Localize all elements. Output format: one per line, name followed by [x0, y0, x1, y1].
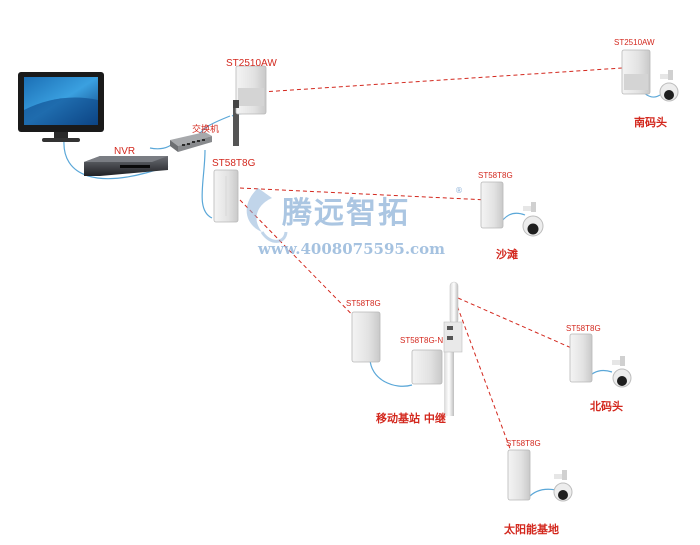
dome-camera-icon: [522, 202, 544, 237]
link-beach: [239, 187, 489, 201]
monitor-icon: [18, 72, 104, 142]
network-switch-icon: [170, 132, 212, 152]
link-solar: [454, 299, 516, 463]
link-relay: [239, 199, 373, 336]
watermark-logo-icon: [246, 188, 288, 243]
st58t8g-solar-label: ST58T8G: [506, 439, 541, 448]
dome-camera-icon: [553, 470, 573, 502]
st2510aw-left-label: ST2510AW: [226, 58, 277, 69]
link-st2510aw: [261, 67, 623, 93]
panel-antenna-icon: [480, 181, 504, 229]
nvr-label: NVR: [114, 146, 136, 157]
watermark-url: www.4008075595.com: [258, 240, 446, 258]
panel-antenna-icon: [213, 169, 239, 223]
site-south-dock: 南码头: [634, 116, 667, 129]
panel-antenna-icon: [569, 333, 593, 383]
watermark-brand: 腾远智拓: [282, 196, 410, 231]
panel-antenna-icon: [507, 449, 531, 501]
st58t8g-beach-label: ST58T8G: [478, 171, 513, 180]
omni-antenna-tower-icon: [443, 281, 463, 416]
switch-label: 交换机: [192, 124, 220, 134]
site-north-dock: 北码头: [590, 400, 623, 413]
panel-antenna-icon: [233, 65, 267, 146]
st58t8g-north-label: ST58T8G: [566, 324, 601, 333]
watermark-registered: ®: [455, 186, 463, 195]
st58t8g-relay-label: ST58T8G: [346, 299, 381, 308]
nvr-recorder-icon: [84, 156, 168, 176]
panel-antenna-icon: [351, 311, 381, 363]
st58t8g-n-label: ST58T8G-N: [400, 336, 444, 345]
panel-antenna-icon: [411, 349, 443, 385]
dome-camera-icon: [612, 356, 632, 388]
site-solar-base: 太阳能基地: [504, 523, 559, 536]
cables: [63, 87, 661, 499]
site-relay: 移动基站 中继: [376, 412, 446, 425]
panel-antenna-icon: [621, 49, 651, 95]
link-north: [457, 297, 577, 351]
site-beach: 沙滩: [496, 248, 518, 261]
st2510aw-right-label: ST2510AW: [614, 38, 655, 47]
st58t8g-main-label: ST58T8G: [212, 158, 256, 169]
dome-camera-icon: [659, 70, 679, 102]
wireless-links: [239, 67, 623, 463]
